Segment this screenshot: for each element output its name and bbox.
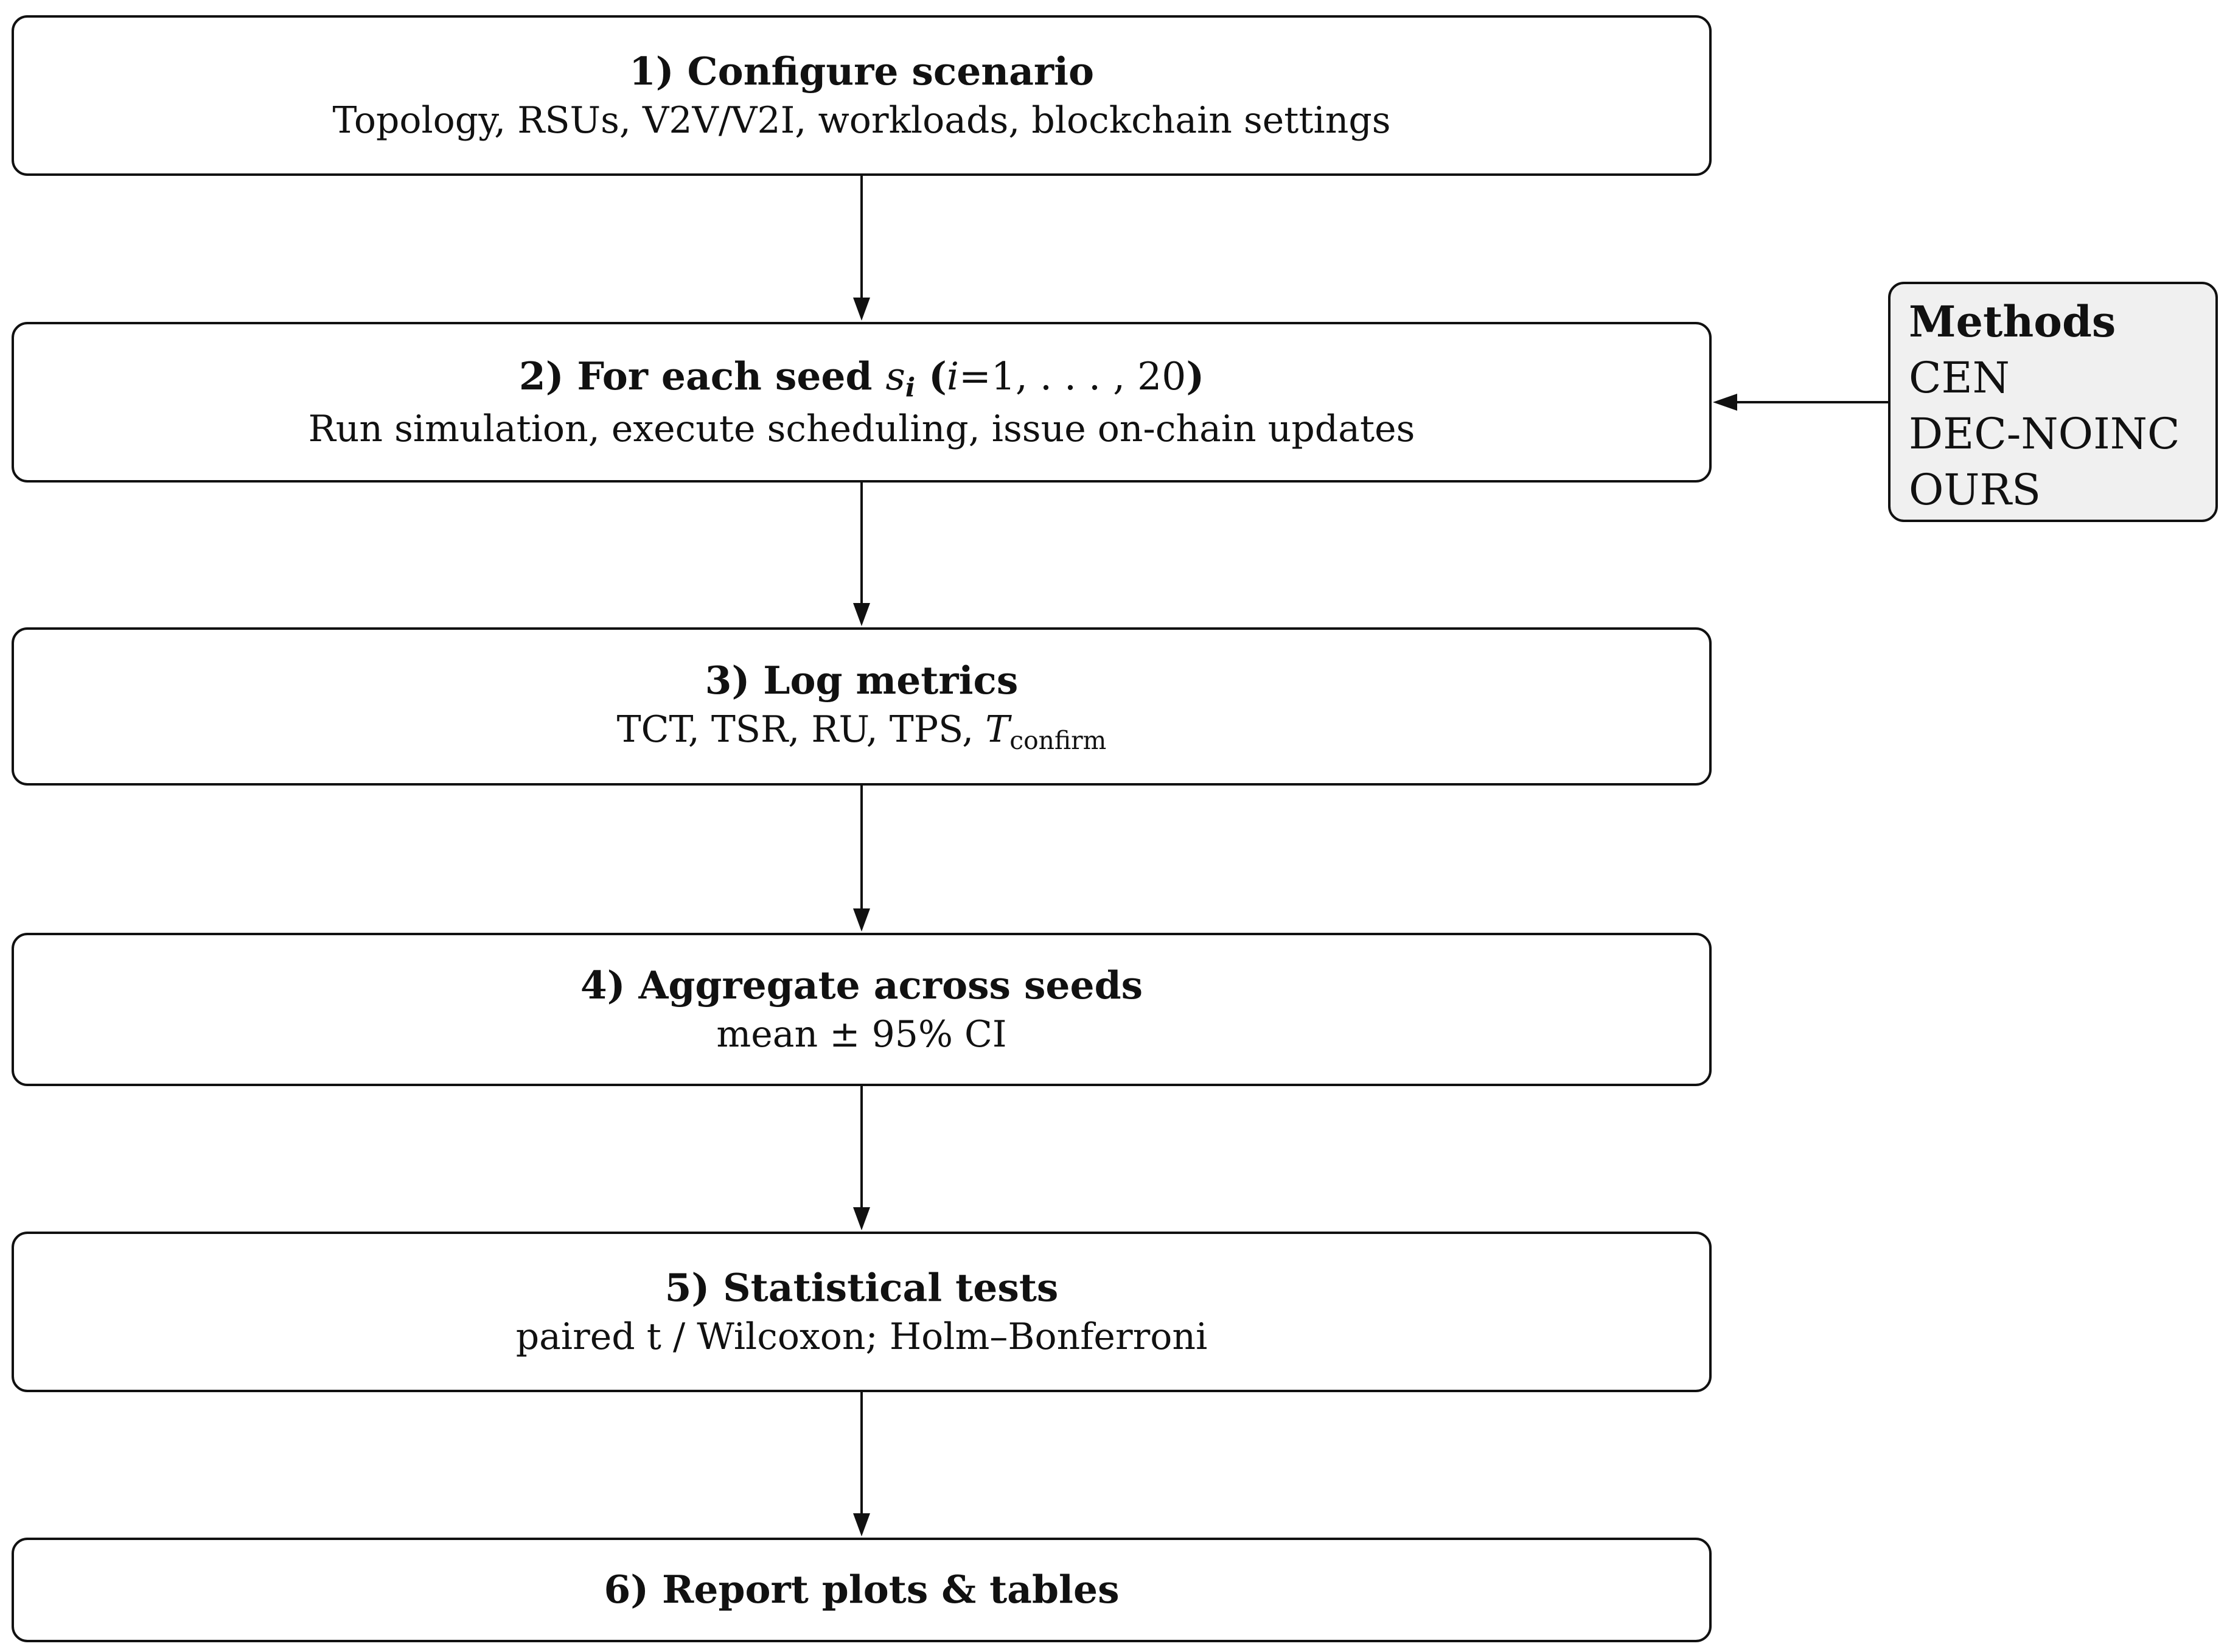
seed-symbol: s	[885, 354, 905, 399]
arrow-step2-to-step3	[853, 483, 870, 626]
methods-title: Methods	[1909, 296, 2116, 347]
method-ours: OURS	[1909, 465, 2041, 515]
step-2-subtitle: Run simulation, execute scheduling, issu…	[308, 408, 1415, 451]
step-2-title: 2) For each seed si (i=1, . . . , 20)	[519, 352, 1204, 406]
step-1-subtitle: Topology, RSUs, V2V/V2I, workloads, bloc…	[332, 99, 1391, 142]
step-4-title: 4) Aggregate across seeds	[580, 963, 1143, 1008]
step-for-each-seed: 2) For each seed si (i=1, . . . , 20) Ru…	[12, 322, 1712, 483]
arrow-step4-to-step5	[853, 1086, 870, 1230]
step-configure-scenario: 1) Configure scenario Topology, RSUs, V2…	[12, 15, 1712, 176]
arrow-methods-to-step2	[1713, 394, 1888, 411]
step-aggregate-across-seeds: 4) Aggregate across seeds mean ± 95% CI	[12, 933, 1712, 1086]
confirm-time-subscript: confirm	[1009, 726, 1107, 756]
step-1-title: 1) Configure scenario	[629, 49, 1095, 94]
step-log-metrics: 3) Log metrics TCT, TSR, RU, TPS, Tconfi…	[12, 627, 1712, 786]
step-3-subtitle: TCT, TSR, RU, TPS, Tconfirm	[617, 706, 1107, 757]
methods-box: Methods CEN DEC-NOINC OURS	[1888, 282, 2218, 522]
arrow-step5-to-step6	[853, 1392, 870, 1536]
seed-range-close: )	[1186, 353, 1205, 399]
step-statistical-tests: 5) Statistical tests paired t / Wilcoxon…	[12, 1232, 1712, 1392]
seed-range-variable: i	[946, 354, 960, 399]
confirm-time-symbol: T	[985, 708, 1010, 751]
arrow-step1-to-step2	[853, 176, 870, 321]
step-3-title: 3) Log metrics	[705, 657, 1019, 703]
step-2-title-prefix: 2) For each seed	[518, 353, 873, 399]
seed-range-open: (	[929, 353, 947, 399]
method-cen: CEN	[1909, 353, 2010, 403]
step-6-title: 6) Report plots & tables	[604, 1567, 1120, 1612]
step-4-subtitle: mean ± 95% CI	[716, 1012, 1007, 1056]
metrics-list: TCT, TSR, RU, TPS,	[616, 708, 974, 751]
step-5-subtitle: paired t / Wilcoxon; Holm–Bonferroni	[515, 1315, 1208, 1358]
seed-range-values: =1, . . . , 20	[959, 354, 1187, 399]
seed-index: i	[905, 372, 916, 403]
arrow-step3-to-step4	[853, 786, 870, 932]
step-5-title: 5) Statistical tests	[664, 1265, 1059, 1311]
step-report-plots-tables: 6) Report plots & tables	[12, 1538, 1712, 1642]
method-dec-noinc: DEC-NOINC	[1909, 409, 2180, 459]
